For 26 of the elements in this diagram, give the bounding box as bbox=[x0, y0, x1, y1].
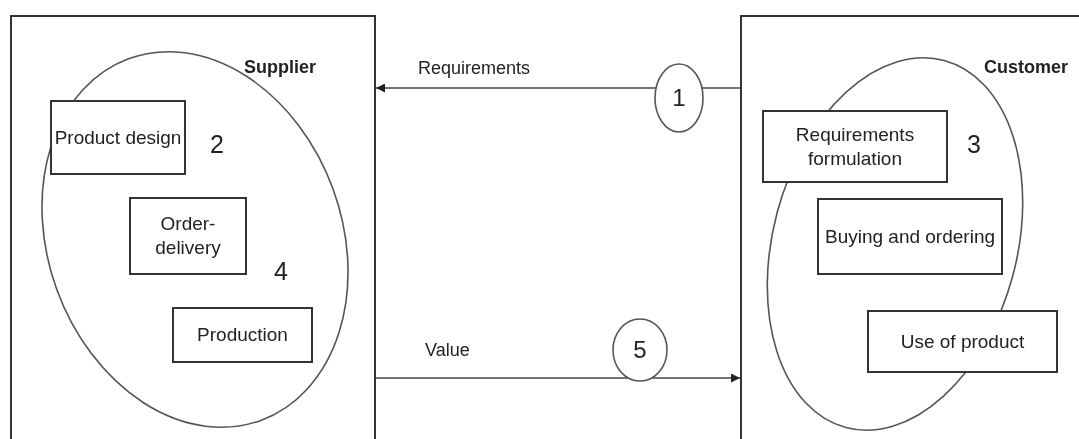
process-box bbox=[129, 197, 247, 275]
process-box bbox=[50, 100, 186, 175]
step-number: 4 bbox=[274, 257, 288, 286]
process-label: Order- delivery bbox=[154, 212, 222, 260]
connector-line bbox=[375, 377, 630, 379]
process-box bbox=[867, 310, 1058, 373]
supplier-panel bbox=[10, 15, 376, 439]
edge-label: Requirements bbox=[418, 58, 531, 79]
process-box bbox=[817, 198, 1003, 275]
process-label: Requirements formulation bbox=[794, 122, 916, 171]
process-label: Use of product bbox=[900, 329, 1025, 354]
connector-line bbox=[701, 87, 741, 89]
step-number: 2 bbox=[210, 130, 224, 159]
step-number: 5 bbox=[633, 336, 647, 364]
panel-title: Supplier bbox=[244, 57, 316, 78]
process-label: Production bbox=[197, 323, 288, 347]
arrow bbox=[650, 373, 741, 383]
panel-title: Customer bbox=[984, 57, 1068, 78]
step-number: 3 bbox=[967, 130, 981, 159]
customer-panel bbox=[740, 15, 1079, 439]
process-box bbox=[172, 307, 313, 363]
process-label: Buying and ordering bbox=[824, 224, 996, 249]
arrow bbox=[375, 83, 657, 93]
process-label: Product design bbox=[54, 125, 182, 150]
process-box bbox=[762, 110, 948, 183]
step-number: 1 bbox=[672, 84, 686, 112]
